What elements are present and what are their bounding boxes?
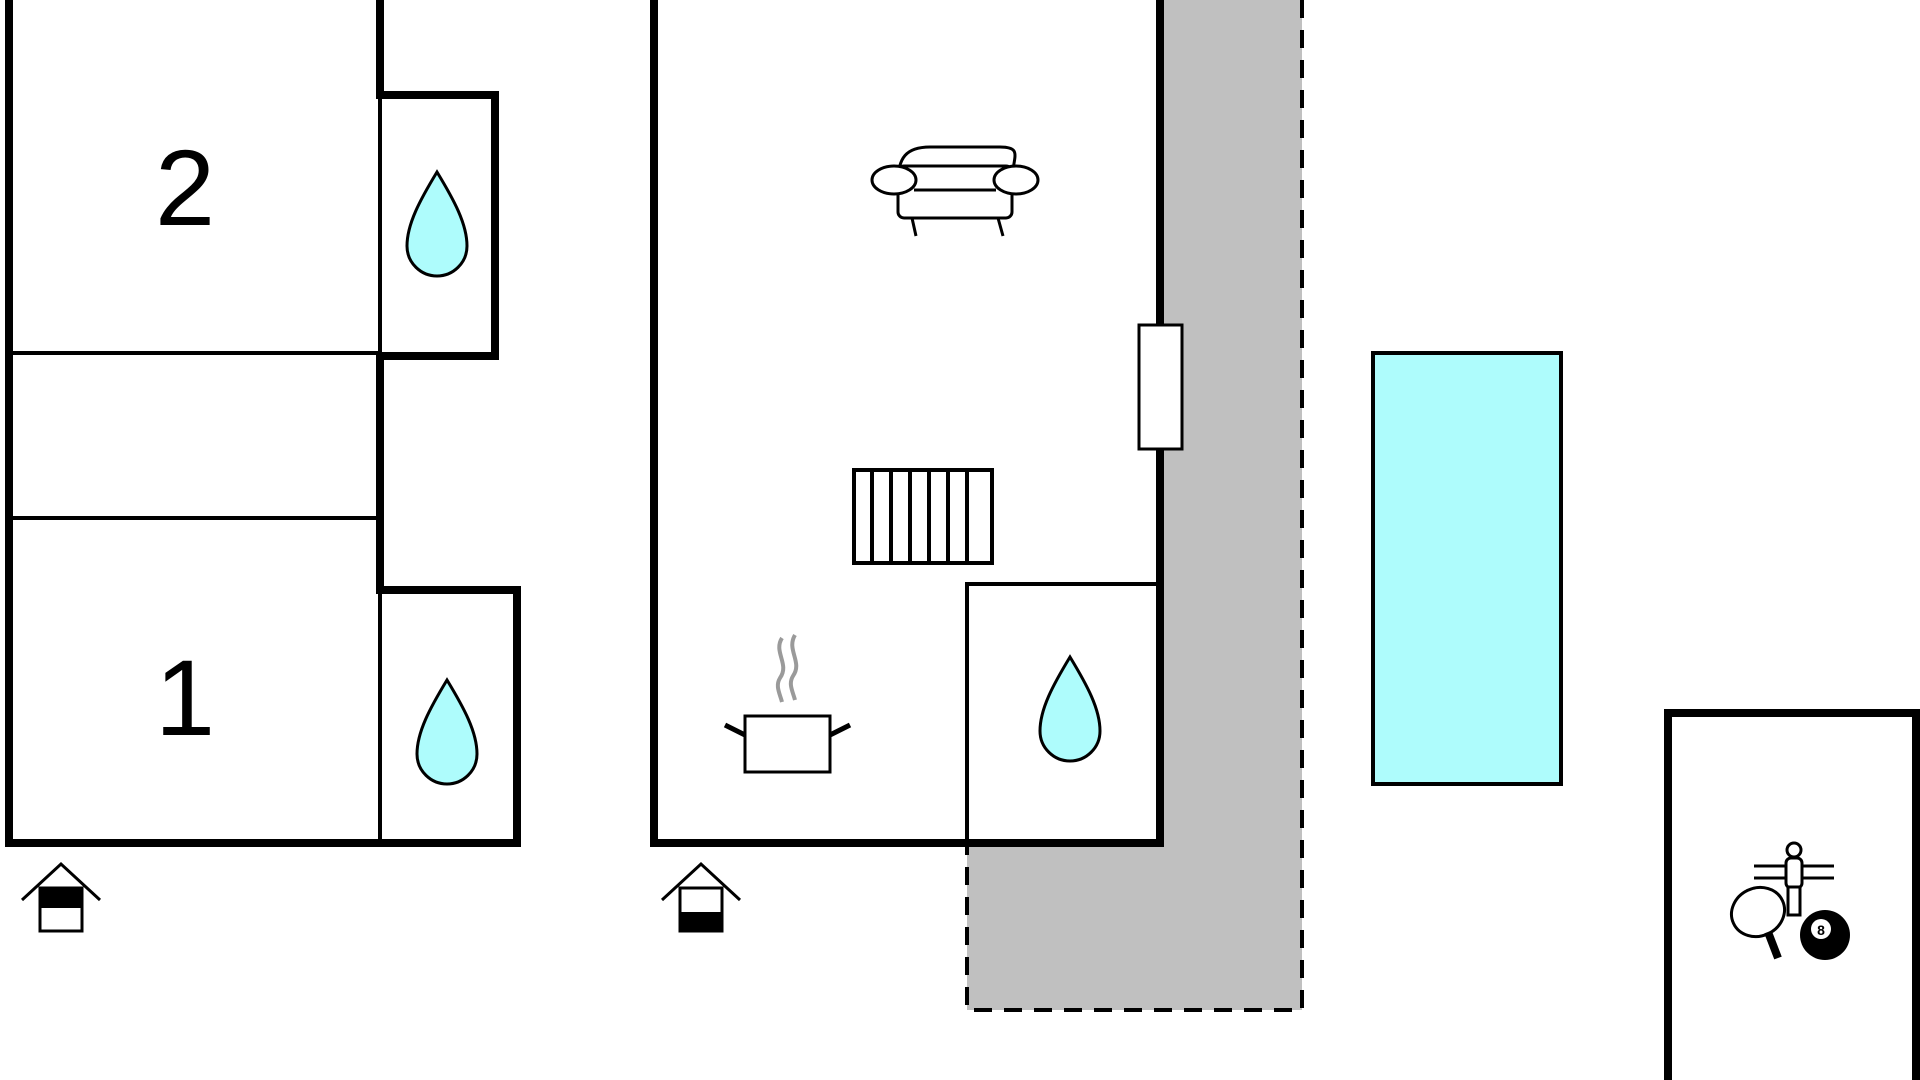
terrace [965, 0, 1304, 1012]
sofa-icon [870, 145, 1040, 237]
room-1-label: 1 [155, 637, 215, 758]
cooking-pot-icon [723, 633, 852, 774]
room-1: 1 [155, 637, 215, 758]
entrance-house-icon [660, 861, 742, 933]
pool [1371, 351, 1563, 786]
games-room [1664, 709, 1920, 1080]
water-drop-icon [1038, 654, 1102, 763]
stairs-icon [852, 468, 994, 565]
left-building [5, 0, 521, 847]
room-2-label: 2 [155, 127, 215, 248]
water-drop-icon [415, 677, 479, 786]
water-drop-icon [405, 169, 469, 278]
middle-building [650, 0, 1184, 847]
entrance-house-icon [20, 861, 102, 933]
window [1137, 323, 1184, 451]
billiard-ball-number: 8 [1817, 922, 1825, 938]
room-2: 2 [155, 127, 215, 248]
games-icon: 8 [1730, 841, 1850, 960]
